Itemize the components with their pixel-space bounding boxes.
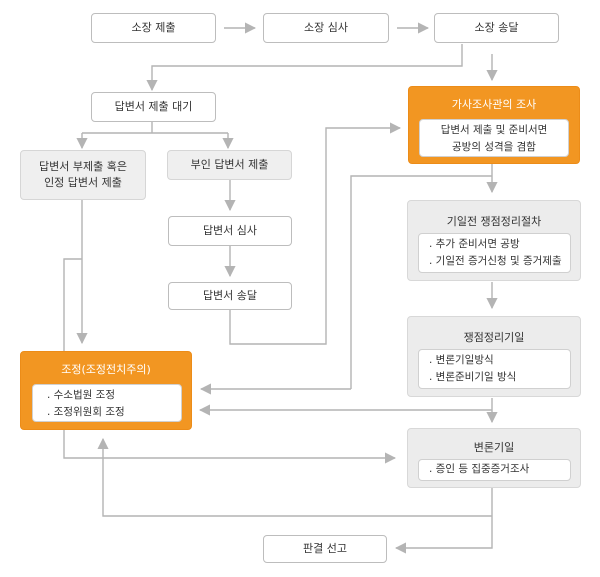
family-investigation-node: 가사조사관의 조사 답변서 제출 및 준비서면 공방의 성격을 겸함 (408, 86, 580, 164)
complaint-filing-node: 소장 제출 (91, 13, 216, 43)
issue-hearing-panel: 쟁점정리기일 . 변론기일방식 . 변론준비기일 방식 (407, 316, 581, 397)
mediation-item-2: . 조정위원회 조정 (47, 406, 125, 418)
no-answer-line-2: 인정 답변서 제출 (44, 176, 122, 189)
answer-wait-label: 답변서 제출 대기 (114, 100, 193, 113)
pleading-title: 변론기일 (473, 441, 515, 454)
mediation-node: 조정(조정전치주의) . 수소법원 조정 . 조정위원회 조정 (20, 351, 192, 430)
arrow-service-to-answer-wait (146, 44, 463, 92)
issue-hearing-box: . 변론기일방식 . 변론준비기일 방식 (418, 349, 571, 389)
arrow-answer-service-to-investigation (229, 122, 402, 345)
issue-hearing-title: 쟁점정리기일 (463, 331, 525, 344)
family-investigation-item-2: 공방의 성격을 겸함 (452, 141, 536, 153)
arrow-pleading-to-judgment (394, 488, 493, 554)
pretrial-issue-panel: 기일전 쟁점정리절차 . 추가 준비서면 공방 . 기일전 증거신청 및 증거제… (407, 200, 581, 281)
pleading-box: . 증인 등 집중증거조사 (418, 459, 571, 481)
answer-review-node: 답변서 심사 (168, 216, 292, 246)
complaint-service-node: 소장 송달 (434, 13, 559, 43)
mediation-box: . 수소법원 조정 . 조정위원회 조정 (32, 384, 182, 422)
family-investigation-item-1: 답변서 제출 및 준비서면 (440, 124, 548, 136)
no-answer-node: 답변서 부제출 혹은 인정 답변서 제출 (20, 150, 146, 200)
complaint-review-node: 소장 심사 (263, 13, 389, 43)
pretrial-issue-title: 기일전 쟁점정리절차 (446, 215, 542, 228)
pretrial-issue-item-1: . 추가 준비서면 공방 (429, 238, 520, 250)
denial-answer-label: 부인 답변서 제출 (190, 158, 269, 171)
issue-hearing-item-1: . 변론기일방식 (429, 354, 494, 366)
pleading-item-1: . 증인 등 집중증거조사 (429, 463, 530, 475)
complaint-review-label: 소장 심사 (304, 21, 348, 34)
mediation-item-1: . 수소법원 조정 (47, 389, 115, 401)
judgment-node: 판결 선고 (263, 535, 387, 563)
answer-wait-node: 답변서 제출 대기 (91, 92, 216, 122)
denial-answer-node: 부인 답변서 제출 (167, 150, 292, 180)
issue-hearing-item-2: . 변론준비기일 방식 (429, 371, 517, 383)
no-answer-line-1: 답변서 부제출 혹은 (39, 160, 127, 173)
family-investigation-title: 가사조사관의 조사 (451, 98, 537, 111)
answer-service-label: 답변서 송달 (202, 289, 258, 302)
complaint-filing-label: 소장 제출 (131, 21, 176, 34)
arrow-pleading-loop-to-mediation (97, 437, 492, 517)
pretrial-issue-box: . 추가 준비서면 공방 . 기일전 증거신청 및 증거제출 (418, 233, 571, 273)
complaint-service-label: 소장 송달 (474, 21, 519, 34)
answer-review-label: 답변서 심사 (202, 224, 258, 237)
pleading-panel: 변론기일 . 증인 등 집중증거조사 (407, 428, 581, 488)
arrow-pretrial-to-mediation (350, 175, 492, 374)
judgment-label: 판결 선고 (303, 542, 347, 555)
family-investigation-box: 답변서 제출 및 준비서면 공방의 성격을 겸함 (419, 119, 569, 157)
pretrial-issue-item-2: . 기일전 증거신청 및 증거제출 (429, 255, 562, 267)
answer-service-node: 답변서 송달 (168, 282, 292, 310)
mediation-title: 조정(조정전치주의) (61, 363, 151, 376)
